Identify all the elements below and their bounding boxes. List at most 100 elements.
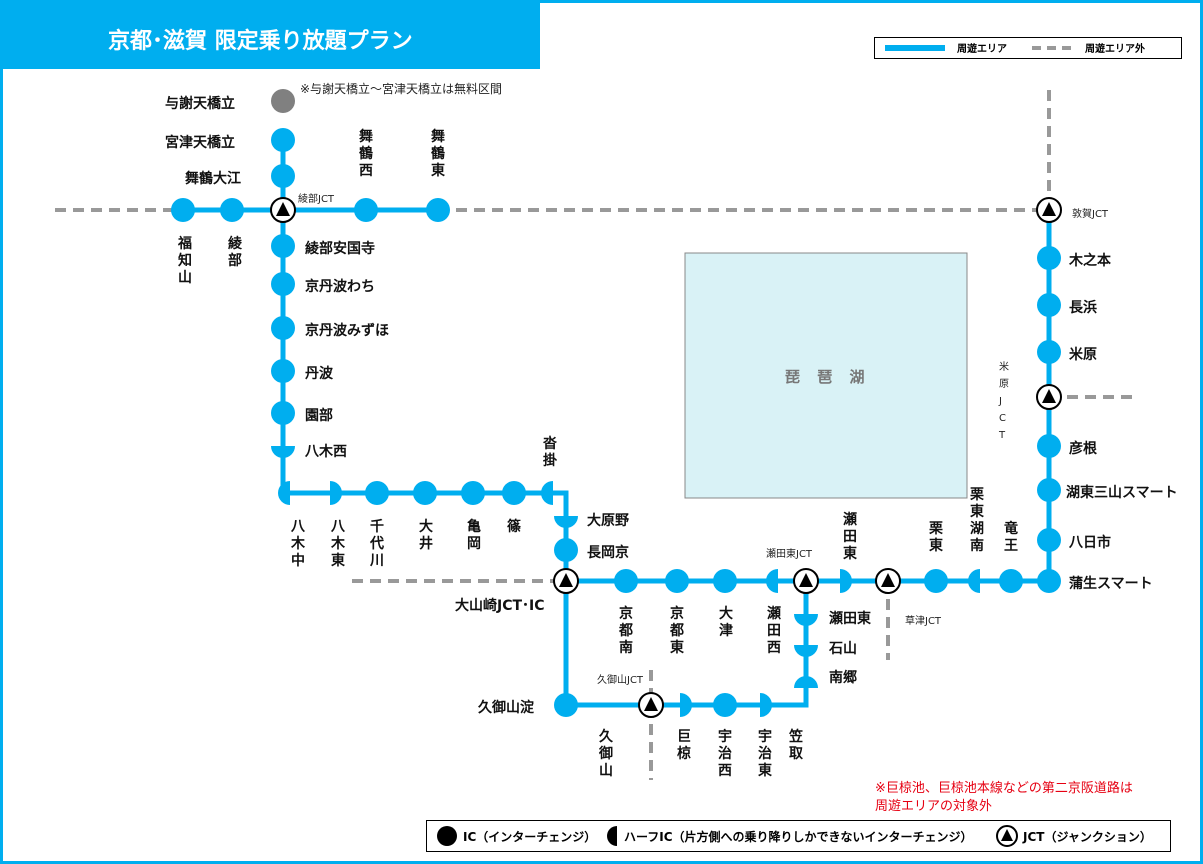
ic-node[interactable] [1037,434,1061,458]
station-label: 京丹波わち [305,278,375,295]
ic-node[interactable] [554,538,578,562]
jct-node[interactable] [1036,384,1062,410]
half-ic-node[interactable] [278,481,290,505]
exclusion-note: ※巨椋池、巨椋池本線などの第二京阪道路は 周遊エリアの対象外 [875,780,1133,816]
ic-node[interactable] [713,693,737,717]
ic-node[interactable] [271,316,295,340]
half-ic-node[interactable] [760,693,772,717]
station-label-vertical: 大津 [719,605,733,639]
legend-node-types: IC（インターチェンジ） ハーフIC（片方側への乗り降りしかできないインターチェ… [426,820,1171,852]
ic-node[interactable] [502,481,526,505]
half-ic-node[interactable] [330,481,342,505]
station-label: 久御山淀 [477,699,535,716]
ic-node[interactable] [1037,293,1061,317]
half-ic-node[interactable] [794,676,818,688]
title-banner: 京都･滋賀 限定乗り放題プラン [3,3,540,69]
ic-node[interactable] [554,693,578,717]
ic-node[interactable] [426,198,450,222]
station-label-vertical: 宇治西 [718,728,732,779]
outside-routes [55,90,1135,780]
exclusion-note-line: ※巨椋池、巨椋池本線などの第二京阪道路は [875,781,1133,796]
ic-node[interactable] [271,234,295,258]
ic-node[interactable] [1037,340,1061,364]
legend-inside-label: 周遊エリア [957,44,1007,55]
jct-node[interactable] [553,568,579,594]
station-label: 八日市 [1068,534,1111,551]
ic-node[interactable] [220,198,244,222]
jct-label: 綾部JCT [298,192,335,205]
ic-node[interactable] [665,569,689,593]
half-ic-node[interactable] [766,569,778,593]
station-label-vertical: 京都東 [669,605,684,656]
half-ic-node[interactable] [968,569,980,593]
station-label: 瀬田東 [829,610,871,627]
jct-node[interactable] [1036,197,1062,223]
station-label: 園部 [305,407,333,424]
ic-node[interactable] [271,128,295,152]
station-label-vertical: 久御山 [598,728,614,779]
jct-node[interactable] [270,197,296,223]
lake-label: 琵 琶 湖 [785,368,870,386]
ic-node[interactable] [614,569,638,593]
station-label-vertical: 沓掛 [542,435,558,469]
station-label: 大山崎JCT･IC [455,597,545,614]
jct-label: 敦賀JCT [1072,207,1109,220]
ic-node-yosa[interactable] [271,89,295,113]
ic-node[interactable] [461,481,485,505]
station-label: 大原野 [587,512,629,529]
lake-biwa [684,252,968,499]
half-ic-node[interactable] [554,516,578,528]
ic-node[interactable] [365,481,389,505]
half-ic-node[interactable] [271,446,295,458]
ic-node[interactable] [413,481,437,505]
station-label: 丹波 [305,365,334,382]
jct-label: 草津JCT [905,615,942,627]
half-ic-nodes [271,446,980,717]
jct-node[interactable] [638,692,664,718]
ic-node[interactable] [271,401,295,425]
half-ic-node[interactable] [794,614,818,626]
ic-node[interactable] [271,164,295,188]
ic-node[interactable] [354,198,378,222]
station-label-vertical: 瀬田東 [843,511,857,562]
ic-node[interactable] [1037,246,1061,270]
ic-node[interactable] [1037,528,1061,552]
station-label-vertical: 栗東 [929,521,944,554]
ic-node[interactable] [1037,569,1061,593]
station-label: 南郷 [829,669,857,686]
jct-triangle-icon [1001,829,1013,841]
ic-node[interactable] [271,272,295,296]
station-label-vertical: 瀬田西 [767,605,781,656]
station-label: 蒲生スマート [1069,575,1153,592]
station-label: 長岡京 [587,544,629,561]
ic-node[interactable] [1037,478,1061,502]
half-ic-node[interactable] [840,569,852,593]
ic-node[interactable] [713,569,737,593]
free-section-note: ※与謝天橋立～宮津天橋立は無料区間 [300,82,503,96]
station-label-vertical: 舞鶴西 [359,128,373,179]
station-labels: 与謝天橋立 宮津天橋立 舞鶴大江 綾部JCT 綾部安国寺 京丹波わち 京丹波みず… [165,95,1178,716]
half-ic-node[interactable] [680,693,692,717]
jct-node[interactable] [875,568,901,594]
ic-node[interactable] [271,359,295,383]
station-label-vertical: 篠 [507,518,522,535]
ic-node[interactable] [999,569,1023,593]
station-label: 綾部安国寺 [305,240,375,257]
station-label: 木之本 [1068,252,1112,269]
legend-outside-label: 周遊エリア外 [1085,44,1145,55]
jct-node[interactable] [793,568,819,594]
vertical-station-labels: 舞鶴西舞鶴東福知山綾部八木中八木東千代川大井亀岡篠沓掛京都南京都東大津瀬田西瀬田… [177,128,1018,779]
ic-node[interactable] [171,198,195,222]
station-label: 宮津天橋立 [165,134,235,151]
jct-label: 久御山JCT [597,673,644,686]
half-ic-node[interactable] [794,645,818,657]
legend-jct-label: JCT（ジャンクション） [1023,830,1152,844]
page-title: 京都･滋賀 限定乗り放題プラン [108,29,413,54]
ic-node[interactable] [924,569,948,593]
half-ic-node[interactable] [541,481,553,505]
station-label: 八木西 [304,443,347,460]
station-label: 長浜 [1069,299,1097,316]
legend-area: 周遊エリア 周遊エリア外 [874,37,1182,59]
